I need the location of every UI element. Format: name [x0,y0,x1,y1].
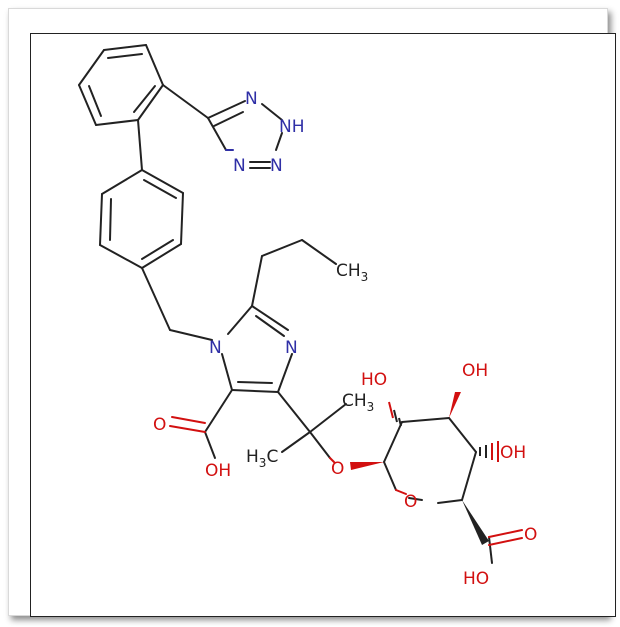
bond [231,389,279,393]
atom-label-o: O [404,492,417,512]
bond [162,84,209,119]
atom-label-oh: OH [462,361,488,381]
bond [301,239,337,265]
bond [207,117,227,151]
bond [204,389,233,433]
bond [107,53,143,59]
bond [448,417,477,453]
atom-label-n: N [209,338,222,358]
bond [133,85,156,113]
wedge-bond [449,392,461,418]
wedge-bond [350,462,384,470]
bond [221,353,233,391]
bond [101,169,143,195]
bond [261,239,303,257]
bond [237,381,273,384]
wedge-bonds [350,392,489,545]
bond [103,44,147,51]
bond [137,119,143,171]
bond [261,103,283,121]
bond [408,497,423,501]
bond [213,111,244,127]
atom-label-ho: HO [361,370,387,390]
bond [277,353,293,393]
bond [171,416,206,424]
bond [488,529,523,538]
atom-labels: N NH N N CH3 N N O OH CH3 H3C O HO OH OH… [153,89,537,589]
atom-label-ch3: CH3 [342,391,374,414]
bond [88,85,102,117]
bond [383,421,403,463]
atom-label-o: O [331,459,344,479]
hash-bond [388,401,394,419]
bond [109,198,112,241]
bond [329,457,335,463]
bond [437,499,463,504]
bond [141,243,182,269]
bond [95,119,139,126]
bond [309,431,331,459]
bond [78,49,105,86]
bond [309,403,347,433]
hetero-bonds [169,149,523,546]
image-frame [8,8,616,617]
bond [488,537,523,546]
bond [255,315,285,337]
atom-label-n: N [245,89,258,109]
bond [227,305,253,335]
bond [395,489,407,495]
atom-label-n: N [285,338,298,358]
bond [99,193,103,246]
bond [251,305,289,331]
bond [401,417,450,423]
atom-label-n: N [233,156,246,176]
bond [78,84,97,126]
hash-bond [393,409,398,423]
atom-label-h3c: H3C [246,447,278,470]
bond [488,536,493,564]
atom-label-ch3: CH3 [336,261,368,284]
atom-label-oh: OH [205,461,231,481]
bond [204,431,216,459]
bond [180,192,184,245]
bond [141,239,174,260]
bond [251,255,263,307]
hash-bond [398,417,402,427]
bonds [78,44,493,564]
structure-panel [30,33,616,617]
bond [169,329,213,341]
bond [99,244,143,269]
bond [275,132,283,151]
atom-label-n: N [270,156,283,176]
hashed-bonds [388,401,499,462]
bond [141,169,184,194]
bond [137,84,164,121]
bond [169,425,206,433]
atom-label-ho: HO [463,569,489,589]
bond [383,461,397,491]
wedge-bond [462,500,489,545]
atom-label-oh: OH [500,443,526,463]
atom-label-o: O [524,525,537,545]
bond [143,179,177,199]
bond [145,44,164,86]
atom-label-nh: NH [279,117,305,137]
atom-label-o: O [153,415,166,435]
bond [461,451,477,501]
bond [281,431,311,453]
bond [277,391,311,433]
bond [207,100,246,119]
bond [141,267,171,331]
